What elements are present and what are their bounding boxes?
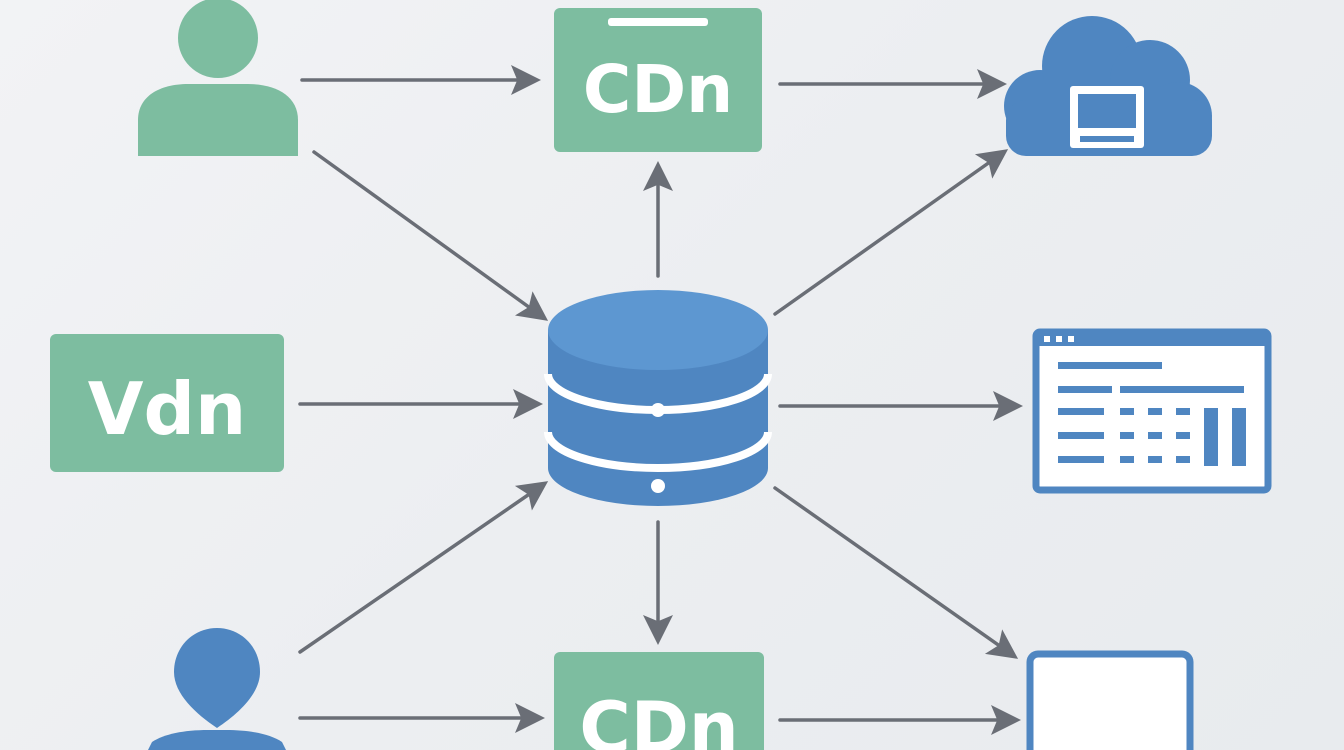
cdn-top-bar: [608, 18, 708, 26]
arrow-user-bottom-to-database: [298, 481, 549, 654]
database-led-1: [651, 403, 665, 417]
monitor-icon: [1026, 650, 1194, 750]
arrow-user-top-to-database: [312, 150, 549, 321]
database-led-2: [651, 479, 665, 493]
cdn-bottom-label: CDn: [579, 687, 738, 750]
cdn-top-label: CDn: [583, 51, 733, 128]
connectors: [298, 65, 1023, 735]
user-bottom-icon: [148, 628, 286, 750]
cdn-bottom-box: [554, 652, 764, 750]
cdn-top-node: CDn: [554, 8, 762, 152]
cdn-top-box: [554, 8, 762, 152]
vpn-box: [50, 334, 284, 472]
spreadsheet-window-icon: [1032, 328, 1272, 494]
arrow-database-to-cloud: [773, 149, 1009, 316]
vpn-label: Vdn: [88, 367, 247, 451]
user-top-icon: [138, 0, 298, 156]
cloud-server-icon: [1004, 16, 1212, 156]
arrow-database-to-monitor: [773, 486, 1019, 659]
database-icon: [544, 290, 772, 506]
cdn-bottom-node: CDn: [554, 652, 764, 750]
vpn-node: Vdn: [50, 334, 284, 472]
cloud-server-window: [1070, 86, 1144, 148]
